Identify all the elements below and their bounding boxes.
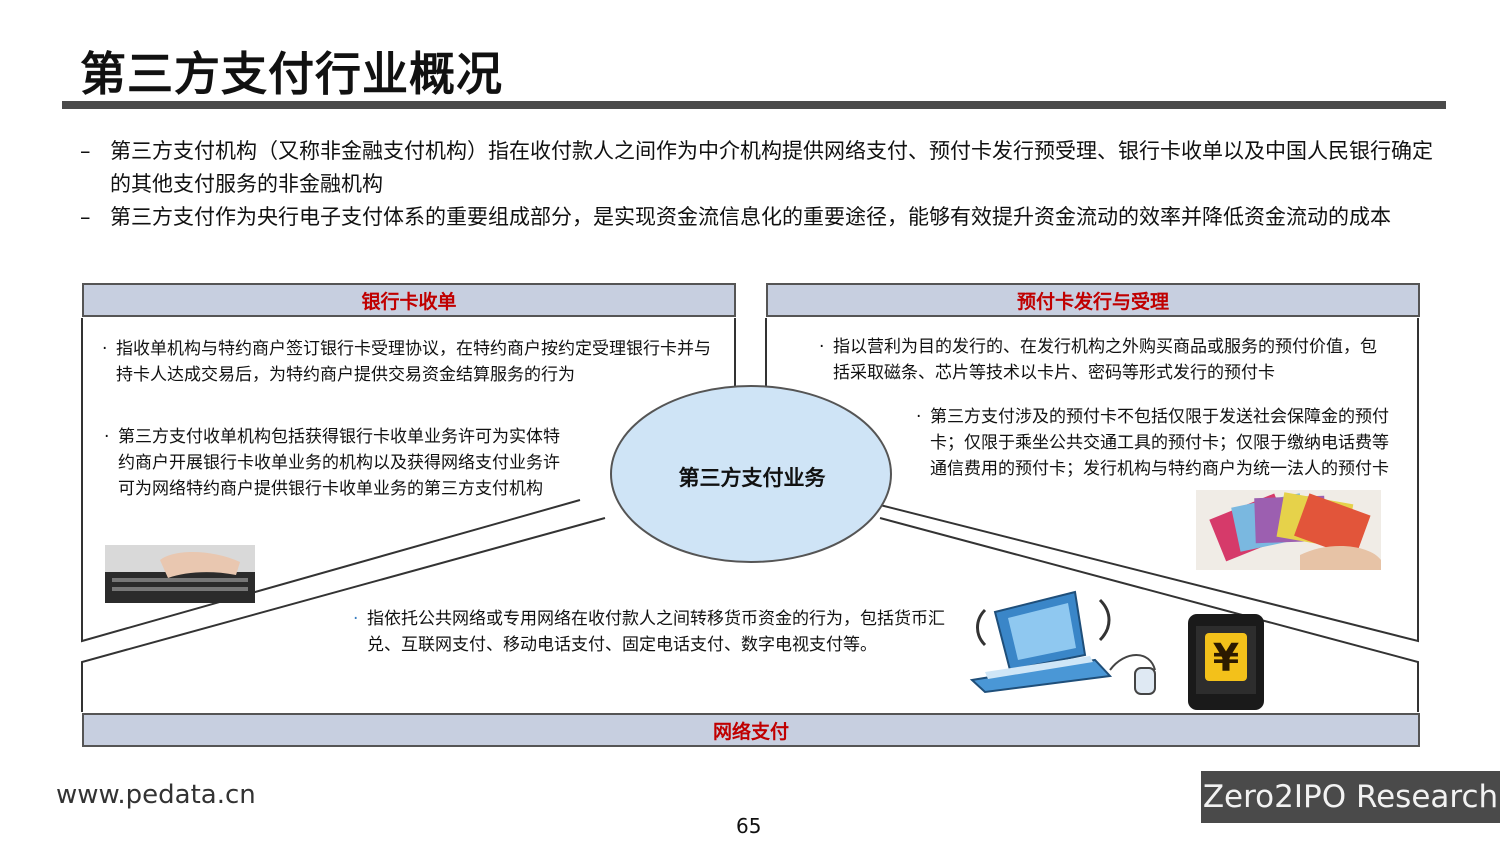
center-oval: [610, 385, 892, 563]
cards-picture: [1196, 490, 1381, 570]
yuan-symbol: ¥: [1213, 636, 1239, 680]
intro-bullet: – 第三方支付机构（又称非金融支付机构）指在收付款人之间作为中介机构提供网络支付…: [80, 135, 1450, 201]
computer-icon: [969, 590, 1156, 695]
prepaid-text: 第三方支付涉及的预付卡不包括仅限于发送社会保障金的预付卡；仅限于乘坐公共交通工具…: [930, 407, 1389, 479]
center-label: 第三方支付业务: [678, 466, 826, 490]
network-text: 指依托公共网络或专用网络在收付款人之间转移货币资金的行为，包括货币汇兑、互联网支…: [367, 609, 945, 655]
dash-marker: –: [80, 205, 91, 229]
intro-text: 第三方支付作为央行电子支付体系的重要组成部分，是实现资金流信息化的重要途径，能够…: [110, 205, 1391, 229]
bullet-dot: ·: [916, 407, 922, 427]
prepaid-point: · 第三方支付涉及的预付卡不包括仅限于发送社会保障金的预付卡；仅限于乘坐公共交通…: [916, 404, 1390, 482]
bottom-panel-edge: [879, 517, 1419, 712]
bullet-dot: ·: [819, 337, 825, 357]
keyboard-picture: [105, 545, 255, 603]
bank-card-text: 指收单机构与特约商户签订银行卡受理协议，在特约商户按约定受理银行卡并与持卡人达成…: [116, 339, 711, 385]
network-point: · 指依托公共网络或专用网络在收付款人之间转移货币资金的行为，包括货币汇兑、互联…: [353, 606, 952, 658]
phone-icon: ¥: [1188, 614, 1264, 710]
intro-bullet: – 第三方支付作为央行电子支付体系的重要组成部分，是实现资金流信息化的重要途径，…: [80, 201, 1450, 234]
intro-text: 第三方支付机构（又称非金融支付机构）指在收付款人之间作为中介机构提供网络支付、预…: [110, 139, 1433, 196]
bank-card-point: · 第三方支付收单机构包括获得银行卡收单业务许可为实体特约商户开展银行卡收单业务…: [104, 424, 573, 502]
left-panel-edge: [81, 318, 581, 643]
footer-url[interactable]: www.pedata.cn: [56, 780, 256, 810]
right-panel-edge: [879, 318, 1419, 643]
bank-card-header: 银行卡收单: [82, 283, 736, 317]
page-title: 第三方支付行业概况: [80, 47, 503, 101]
bullet-dot: ·: [104, 427, 110, 447]
bank-card-point: · 指收单机构与特约商户签订银行卡受理协议，在特约商户按约定受理银行卡并与持卡人…: [102, 336, 722, 388]
prepaid-header: 预付卡发行与受理: [766, 283, 1420, 317]
title-rule: [62, 101, 1446, 109]
bullet-dot: ·: [353, 609, 359, 629]
bottom-panel-edge: [81, 517, 606, 712]
brand-logo: Zero2IPO Research: [1201, 771, 1500, 823]
bank-card-text: 第三方支付收单机构包括获得银行卡收单业务许可为实体特约商户开展银行卡收单业务的机…: [118, 427, 560, 499]
prepaid-point: · 指以营利为目的发行的、在发行机构之外购买商品或服务的预付价值，包括采取磁条、…: [819, 334, 1383, 386]
intro-bullets: – 第三方支付机构（又称非金融支付机构）指在收付款人之间作为中介机构提供网络支付…: [80, 135, 1450, 234]
page-number: 65: [736, 814, 762, 838]
network-header: 网络支付: [82, 713, 1420, 747]
bullet-dot: ·: [102, 339, 108, 359]
dash-marker: –: [80, 139, 91, 163]
prepaid-text: 指以营利为目的发行的、在发行机构之外购买商品或服务的预付价值，包括采取磁条、芯片…: [833, 337, 1377, 383]
